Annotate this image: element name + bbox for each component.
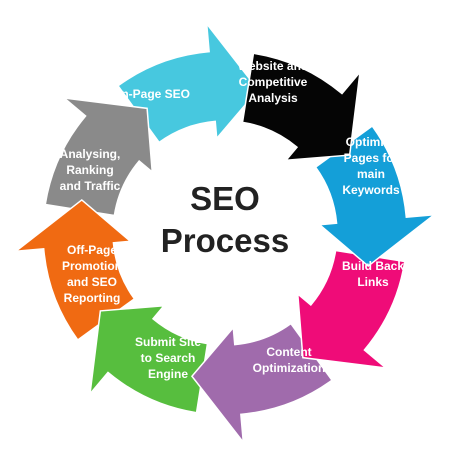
cycle-arrow-build-back-links	[296, 249, 406, 370]
center-title-seo: SEO	[190, 180, 260, 217]
step-label-on-page-seo: On-Page SEO	[111, 87, 191, 101]
cycle-arrow-analysing-ranking-traffic	[44, 96, 154, 217]
cycle-arrow-off-page-promotion	[13, 198, 136, 342]
cycle-arrow-submit-site	[88, 304, 209, 414]
cycle-arrow-content-optimization	[190, 322, 334, 445]
cycle-arrow-website-competitive-analysis	[241, 52, 362, 162]
center-title-process: Process	[160, 222, 290, 259]
cycle-arrow-optimize-pages	[314, 124, 437, 268]
cycle-arrow-on-page-seo	[116, 21, 260, 144]
